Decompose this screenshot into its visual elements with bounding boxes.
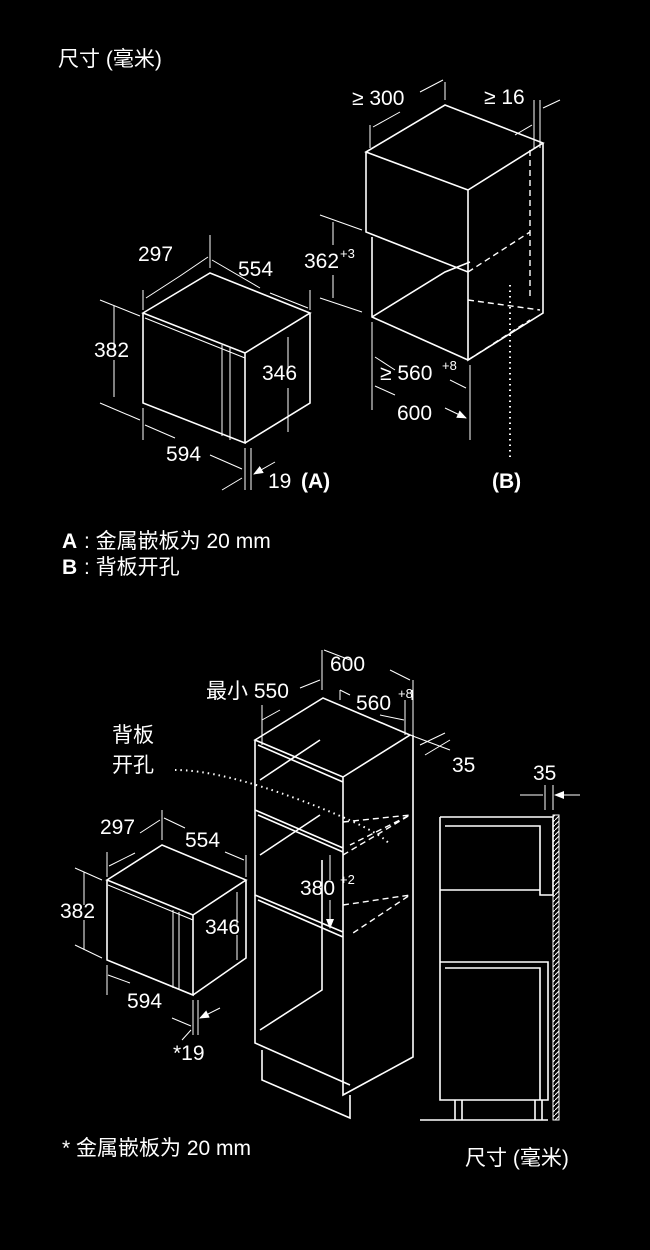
dim-b-inner-height: 346 <box>205 916 240 939</box>
dim-side-gap: 35 <box>533 762 556 785</box>
tall-cabinet-drawing: 600 最小 550 560 +8 35 背板 开孔 380 +2 <box>112 649 475 1120</box>
back-hole-label-2: 开孔 <box>112 754 154 777</box>
side-view-drawing: 35 <box>420 762 580 1121</box>
units-title-top: 尺寸 (毫米) <box>58 48 162 71</box>
dim-b-height: 382 <box>60 900 95 923</box>
dim-niche-height: 362 <box>304 250 339 273</box>
ref-a: (A) <box>301 470 330 493</box>
dim-gap: ≥ 16 <box>484 86 525 109</box>
dim-niche-width-tol: +8 <box>442 358 457 373</box>
legend: A : 金属嵌板为 20 mm B : 背板开孔 <box>62 530 271 579</box>
dim-inner-height: 346 <box>262 362 297 385</box>
dim-depth: 297 <box>138 243 173 266</box>
back-hole-label-1: 背板 <box>112 724 154 747</box>
legend-key-a: A <box>62 530 77 553</box>
appliance-drawing-top: 297 554 382 346 594 19 (A) <box>94 235 330 493</box>
dim-tall-niche-width: 560 <box>356 692 391 715</box>
niche-drawing-top: ≥ 300 ≥ 16 362 +3 ≥ 560 +8 600 (B) <box>304 79 561 493</box>
dim-tall-niche-width-tol: +8 <box>398 686 413 701</box>
dim-cabinet-width: 600 <box>397 402 432 425</box>
legend-key-b: B <box>62 556 77 579</box>
dim-b-width-side: 554 <box>185 829 220 852</box>
dim-b-width: 594 <box>127 990 162 1013</box>
legend-text-b: : 背板开孔 <box>84 556 180 579</box>
dim-height: 382 <box>94 339 129 362</box>
dim-width-side: 554 <box>238 258 273 281</box>
dim-tall-niche-height: 380 <box>300 877 335 900</box>
units-title-bottom: 尺寸 (毫米) <box>465 1147 569 1170</box>
ref-b: (B) <box>492 470 521 493</box>
dim-tall-cabinet-width: 600 <box>330 653 365 676</box>
dim-niche-height-tol: +3 <box>340 246 355 261</box>
legend-text-a: : 金属嵌板为 20 mm <box>84 530 271 553</box>
dim-min-550: 最小 550 <box>206 680 289 703</box>
dim-back-gap: 35 <box>452 754 475 777</box>
dim-tall-niche-height-tol: +2 <box>340 872 355 887</box>
dim-panel: 19 <box>268 470 291 493</box>
dim-b-panel: *19 <box>173 1042 205 1065</box>
dim-top-depth: ≥ 300 <box>352 87 404 110</box>
dim-b-depth: 297 <box>100 816 135 839</box>
footnote: * 金属嵌板为 20 mm <box>62 1137 251 1160</box>
appliance-drawing-bottom: 297 554 382 346 594 *19 <box>60 810 248 1065</box>
dim-niche-width: ≥ 560 <box>380 362 432 385</box>
dim-width: 594 <box>166 443 201 466</box>
wall-hatch <box>552 814 560 1121</box>
